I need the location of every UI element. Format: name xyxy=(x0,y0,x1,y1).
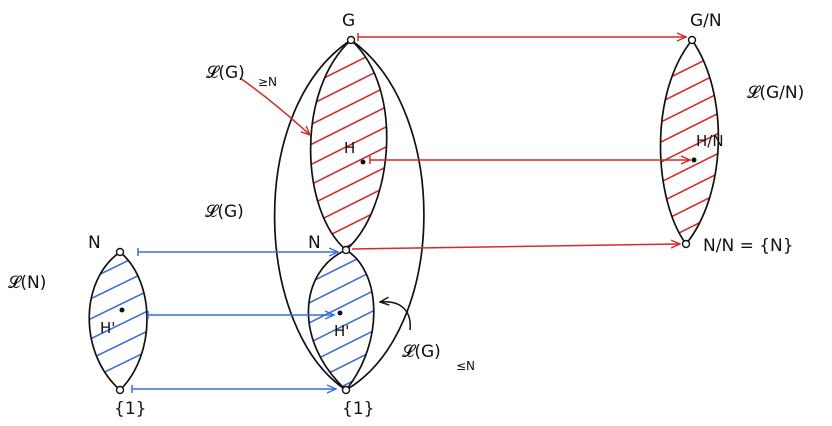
label-N-mod-N: N/N = {N} xyxy=(703,236,794,256)
vertex-trivial-left xyxy=(115,385,125,395)
label-lattice-G-leq-N: 𝓛(G) xyxy=(402,342,441,362)
label-H: H xyxy=(344,139,355,157)
label-N-left: N xyxy=(88,233,101,253)
vertex-N-middle xyxy=(341,245,351,255)
red-correspondence-arrows xyxy=(239,33,690,250)
point-H-prime-middle xyxy=(337,310,343,316)
quotient-lens-hatching xyxy=(660,44,719,244)
label-H-prime-left: H' xyxy=(100,319,115,337)
label-lattice-N: 𝓛(N) xyxy=(8,273,46,293)
label-lattice-G-mod-N: 𝓛(G/N) xyxy=(747,83,804,103)
arrow-label-to-upper-lens xyxy=(239,77,310,135)
label-trivial-left: {1} xyxy=(114,399,146,419)
vertex-N-mod-N xyxy=(681,239,691,249)
label-lattice-G: 𝓛(G) xyxy=(205,202,244,222)
label-G: G xyxy=(342,11,355,31)
label-lattice-G-leq-N-sub: ≤N xyxy=(456,359,475,373)
point-H-prime-left xyxy=(119,307,125,313)
blue-correspondence-arrows xyxy=(131,248,338,393)
label-H-prime-middle: H' xyxy=(334,322,349,340)
label-trivial-middle: {1} xyxy=(342,399,374,419)
label-lattice-G-geq-N: 𝓛(G) xyxy=(206,63,245,83)
vertex-G-mod-N xyxy=(687,35,697,45)
point-H-mod-N xyxy=(691,157,697,163)
arrow-label-to-lower-lens xyxy=(380,302,411,331)
vertex-G xyxy=(346,35,356,45)
point-H xyxy=(360,159,366,165)
left-lens-outline xyxy=(88,250,148,392)
label-H-mod-N: H/N xyxy=(696,132,724,150)
label-lattice-G-geq-N-sub: ≥N xyxy=(258,75,277,89)
arrow-N-to-N-mod-N xyxy=(351,244,680,250)
vertex-N-left xyxy=(115,247,125,257)
label-N-middle: N xyxy=(308,233,321,253)
vertex-trivial-middle xyxy=(341,385,351,395)
lower-lens-outline xyxy=(307,249,375,392)
label-G-mod-N: G/N xyxy=(690,11,722,31)
